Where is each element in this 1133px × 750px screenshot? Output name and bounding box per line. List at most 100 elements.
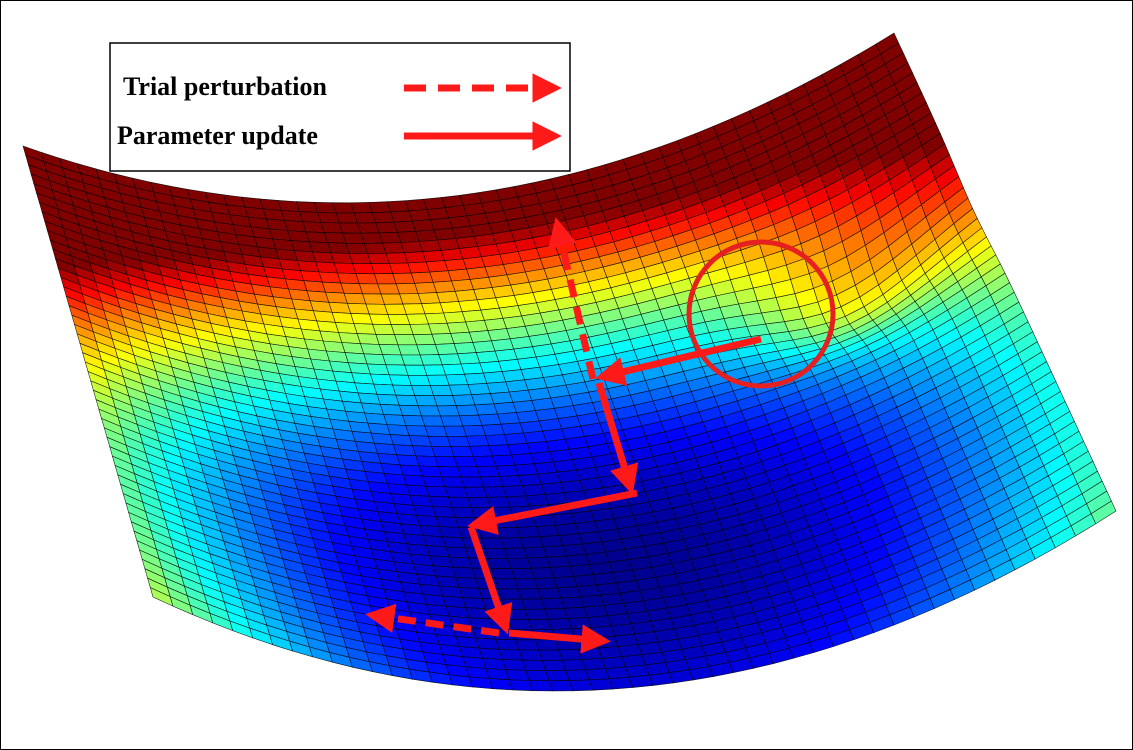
surface-cell <box>573 574 598 587</box>
surface-cell <box>421 415 445 427</box>
surface-cell <box>507 442 532 456</box>
surface-cell <box>562 543 587 557</box>
surface-cell <box>441 476 465 488</box>
surface-cell <box>417 405 441 417</box>
surface-cell <box>517 588 542 600</box>
surface-cell <box>394 334 418 346</box>
surface-cell <box>444 258 468 272</box>
surface-cell <box>482 371 507 384</box>
surface-cell <box>457 466 481 478</box>
surface-cell <box>532 514 557 527</box>
surface-cell <box>460 476 485 488</box>
surface-cell <box>418 465 443 478</box>
surface-cell <box>540 482 565 495</box>
surface-cell <box>407 261 431 274</box>
surface-cell <box>400 354 424 366</box>
surface-cell <box>467 382 491 396</box>
surface-cell <box>479 476 504 488</box>
surface-cell <box>378 231 402 244</box>
surface-cell <box>605 666 630 680</box>
surface-cell <box>601 656 626 669</box>
surface-cell <box>495 464 520 477</box>
surface-cell <box>402 303 426 315</box>
surface-cell <box>441 363 465 376</box>
trial-arrow-2 <box>365 603 500 637</box>
surface-cell <box>425 260 449 273</box>
loss-surface <box>22 32 1117 692</box>
surface-cell <box>504 608 529 620</box>
update-arrow-4 <box>467 525 513 635</box>
surface-cell <box>432 506 456 518</box>
local-minimum-circle <box>686 239 836 389</box>
surface-cell <box>486 496 511 508</box>
surface-cell <box>421 302 445 315</box>
legend-trial-label: Trial perturbation <box>123 72 327 101</box>
surface-cell <box>459 414 483 427</box>
surface-cell <box>464 372 488 385</box>
surface-cell <box>399 293 423 305</box>
surface-cell <box>384 303 407 315</box>
surface-cell <box>412 333 436 346</box>
surface-cell <box>461 309 485 323</box>
surface-cell <box>521 659 547 671</box>
surface-cell <box>360 232 384 244</box>
surface-cell <box>460 362 484 375</box>
surface-cell <box>542 545 567 558</box>
surface-cell <box>477 527 502 539</box>
surface-cell <box>398 404 422 417</box>
surface-cell <box>392 384 416 396</box>
surface-cell <box>515 639 540 651</box>
surface-cell <box>453 342 477 355</box>
surface-cell <box>448 496 472 508</box>
surface-cell <box>404 364 428 376</box>
surface-cell <box>500 422 525 435</box>
surface-cell <box>497 588 522 600</box>
surface-cell <box>514 463 539 476</box>
surface-cell <box>545 670 570 682</box>
surface-cell <box>338 222 362 234</box>
surface-cell <box>385 252 409 264</box>
surface-cell <box>525 669 550 682</box>
update-arrow-5 <box>508 624 611 654</box>
surface-cell <box>518 473 542 486</box>
surface-cell <box>416 344 440 356</box>
surface-cell <box>434 456 459 468</box>
surface-cell <box>405 425 429 437</box>
surface-cell <box>537 471 562 485</box>
surface-cell <box>523 430 547 444</box>
surface-cell <box>434 343 459 355</box>
surface-cell <box>355 273 379 285</box>
surface-cell <box>428 322 452 335</box>
surface-cell <box>444 486 469 498</box>
surface-cell <box>485 434 509 447</box>
surface-cell <box>502 485 527 498</box>
surface-cell <box>565 669 590 681</box>
surface-cell <box>440 415 464 427</box>
surface-cell <box>498 648 523 661</box>
surface-cell <box>525 494 549 507</box>
surface-cell <box>388 374 412 386</box>
surface-cell <box>578 647 603 660</box>
surface-cell <box>484 547 509 559</box>
surface-cell <box>410 385 435 397</box>
surface-cell <box>462 424 486 437</box>
surface-cell <box>431 445 455 458</box>
surface-cell <box>437 238 460 251</box>
surface-cell <box>371 211 395 224</box>
surface-cell <box>468 330 492 343</box>
surface-cell <box>472 340 496 353</box>
surface-cell <box>446 321 470 334</box>
surface-cell <box>452 394 476 406</box>
surface-cell <box>539 535 564 548</box>
surface-cell <box>518 649 543 661</box>
surface-cell <box>469 445 493 457</box>
surface-cell <box>373 273 397 285</box>
surface-cell <box>409 323 433 336</box>
surface-cell <box>521 483 546 497</box>
surface-cell <box>491 568 516 580</box>
surface-cell <box>483 486 507 498</box>
surface-cell <box>457 352 481 365</box>
surface-cell <box>342 232 365 244</box>
